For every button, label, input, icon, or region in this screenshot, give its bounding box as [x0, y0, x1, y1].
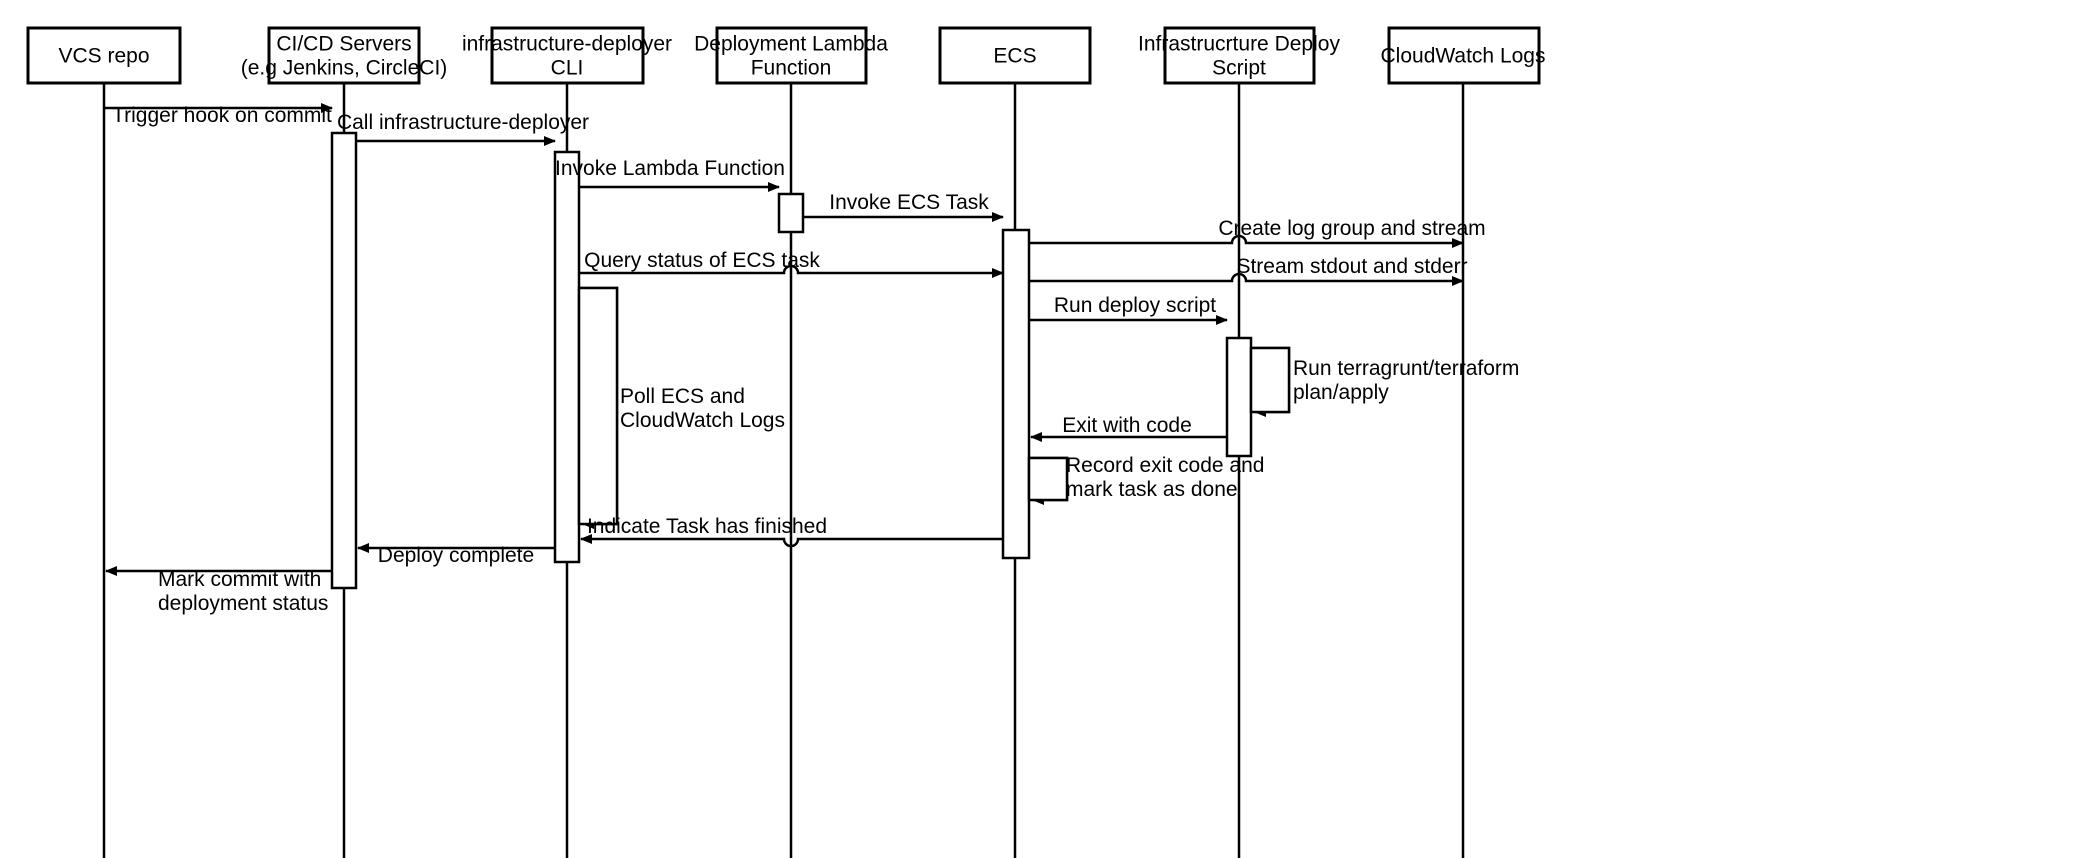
participant-box-ecs[interactable]	[938, 26, 1092, 85]
message-m7	[1029, 272, 1464, 286]
participants-layer: VCS repo CI/CD Servers(e.g Jenkins, Circl…	[26, 26, 1546, 85]
message-m5	[1029, 234, 1464, 248]
participant-label-cicd-line1: CI/CD Servers	[276, 33, 411, 56]
message-label-text-m9-line2: plan/apply	[1293, 381, 1389, 404]
activation-act-script-self	[1249, 346, 1291, 414]
message-label-m2: Call infrastructure-deployer	[337, 111, 589, 134]
message-label-text-m12-line1: Poll ECS and	[620, 385, 745, 408]
message-arrow-m7	[1029, 272, 1464, 286]
participant-cicd[interactable]: CI/CD Servers(e.g Jenkins, CircleCI)	[241, 26, 448, 85]
activation-act-cli	[553, 150, 581, 564]
participant-label-logs-line1: CloudWatch Logs	[1381, 45, 1546, 68]
message-label-text-m5-line1: Create log group and stream	[1218, 217, 1485, 240]
message-label-text-m9-line1: Run terragrunt/terraform	[1293, 357, 1519, 380]
message-label-m4: Invoke ECS Task	[829, 191, 989, 214]
participant-logs[interactable]: CloudWatch Logs	[1381, 26, 1546, 85]
message-label-text-m15-line1: Mark commit with	[158, 568, 321, 591]
message-label-text-m2-line1: Call infrastructure-deployer	[337, 111, 589, 134]
message-label-m6: Query status of ECS task	[584, 249, 820, 272]
message-label-text-m1-line1: Trigger hook on commit	[112, 104, 332, 127]
participant-label-ecs-line1: ECS	[993, 45, 1036, 68]
message-label-m14: Deploy complete	[378, 544, 534, 567]
message-label-m3: Invoke Lambda Function	[555, 157, 785, 180]
participant-box-script[interactable]	[1163, 26, 1316, 85]
participant-vcs[interactable]: VCS repo	[26, 26, 182, 85]
message-label-m5: Create log group and stream	[1218, 217, 1485, 240]
activation-act-lambda	[777, 192, 805, 234]
message-label-text-m13-line1: Indicate Task has finished	[587, 515, 827, 538]
message-label-m7: Stream stdout and stderr	[1236, 255, 1467, 278]
message-label-text-m11-line1: Record exit code and	[1066, 454, 1264, 477]
participant-label-cicd-line2: (e.g Jenkins, CircleCI)	[241, 57, 448, 80]
message-label-text-m10-line1: Exit with code	[1062, 414, 1192, 437]
participant-ecs[interactable]: ECS	[938, 26, 1092, 85]
participant-label-cli-line1: infrastructure-deployer	[462, 33, 672, 56]
participant-label-script-line1: Infrastrucrture Deploy	[1138, 33, 1340, 56]
message-label-text-m12-line2: CloudWatch Logs	[620, 409, 785, 432]
message-label-text-m3-line1: Invoke Lambda Function	[555, 157, 785, 180]
activation-act-cicd	[330, 131, 358, 590]
participant-label-lambda-line2: Function	[751, 57, 832, 80]
message-label-text-m11-line2: mark task as done	[1066, 478, 1238, 501]
participant-box-cli[interactable]	[490, 26, 645, 85]
participant-box-vcs[interactable]	[26, 26, 182, 85]
message-m6	[579, 264, 1004, 278]
participant-box-logs[interactable]	[1387, 26, 1541, 85]
message-label-m10: Exit with code	[1062, 414, 1192, 437]
participant-label-script-line2: Script	[1212, 57, 1266, 80]
participant-label-vcs-line1: VCS repo	[58, 45, 149, 68]
message-m13	[580, 534, 1003, 548]
message-label-text-m7-line1: Stream stdout and stderr	[1236, 255, 1467, 278]
participant-box-cicd[interactable]	[267, 26, 421, 85]
activation-act-ecs-record	[1027, 456, 1069, 502]
message-arrow-m6	[579, 264, 1004, 278]
activation-act-cli-poll	[577, 286, 619, 526]
messages-layer	[104, 103, 1464, 576]
activations-layer	[330, 131, 1291, 590]
message-label-m13: Indicate Task has finished	[587, 515, 827, 538]
message-label-m1: Trigger hook on commit	[112, 104, 332, 127]
participant-box-lambda[interactable]	[715, 26, 868, 85]
message-label-text-m8-line1: Run deploy script	[1054, 294, 1216, 317]
message-label-text-m14-line1: Deploy complete	[378, 544, 534, 567]
activation-act-ecs	[1001, 228, 1031, 560]
message-label-m8: Run deploy script	[1054, 294, 1216, 317]
participant-label-cli-line2: CLI	[551, 57, 584, 80]
activation-act-script	[1225, 336, 1253, 458]
message-label-text-m15-line2: deployment status	[158, 592, 328, 615]
message-arrow-m5	[1029, 234, 1464, 248]
message-arrow-m13	[580, 534, 1003, 548]
message-label-text-m4-line1: Invoke ECS Task	[829, 191, 989, 214]
participant-label-lambda-line1: Deployment Lambda	[694, 33, 888, 56]
message-label-text-m6-line1: Query status of ECS task	[584, 249, 820, 272]
